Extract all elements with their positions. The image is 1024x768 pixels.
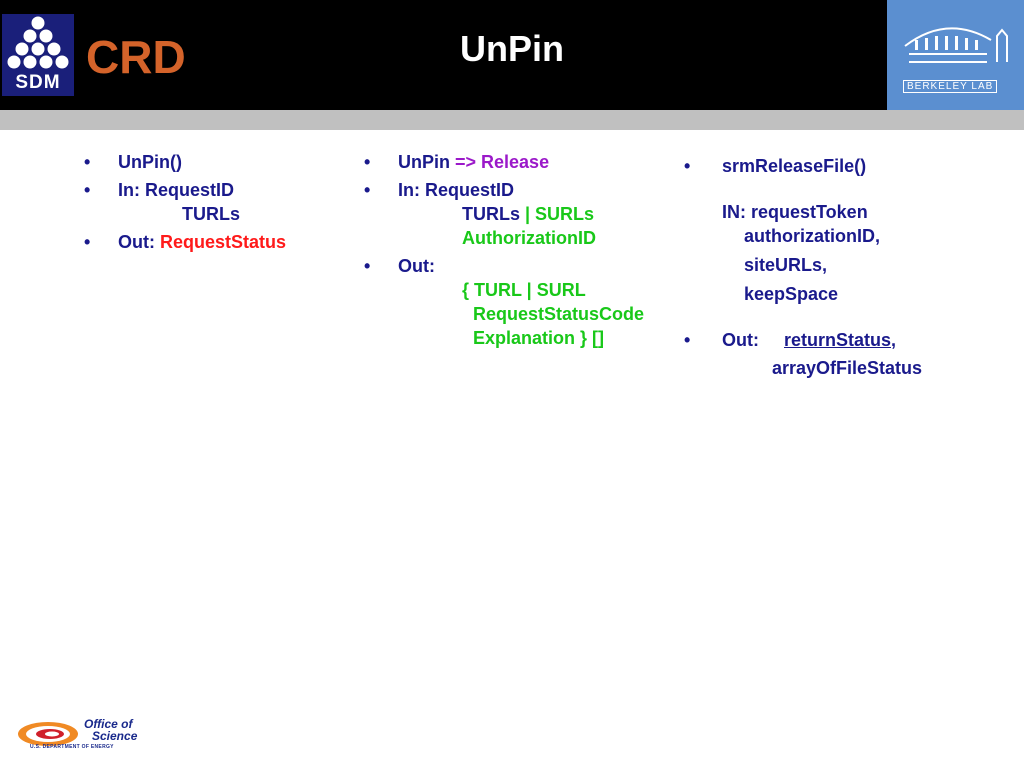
bullet: •	[84, 180, 91, 200]
list-item: • srmReleaseFile()	[684, 154, 1004, 178]
output-label: Out:	[118, 232, 160, 252]
output-value: arrayOfFileStatus	[772, 358, 923, 378]
in-line: authorizationID,	[744, 226, 880, 246]
output-line: Explanation } []	[473, 328, 605, 348]
sdm-logo: SDM	[2, 14, 74, 96]
list-item: • Out: { TURL | SURL RequestStatusCode E…	[364, 254, 674, 350]
office-of-science-logo: Office of Science U.S. DEPARTMENT OF ENE…	[16, 718, 168, 752]
bullet: •	[364, 180, 371, 200]
column-srm-release-file: • srmReleaseFile() IN: requestToken auth…	[684, 154, 1004, 380]
list-item: • In: RequestID TURLs	[84, 178, 344, 226]
in-line: siteURLs,	[744, 255, 828, 275]
crd-label: CRD	[86, 31, 186, 83]
sdm-label: SDM	[15, 72, 61, 93]
input-authorization: AuthorizationID	[462, 228, 596, 248]
list-item: • UnPin()	[84, 150, 344, 174]
bullet: •	[84, 232, 91, 252]
method-name: UnPin	[398, 152, 455, 172]
input-label: In: RequestID	[398, 180, 515, 200]
method-name: srmReleaseFile()	[722, 156, 867, 176]
output-value: RequestStatus	[160, 232, 287, 252]
column-release: • UnPin => Release • In: RequestID TURLs…	[364, 150, 674, 350]
output-line: RequestStatusCode	[473, 304, 645, 324]
input-turls: TURLs	[462, 204, 525, 224]
output-label: Out:	[398, 256, 435, 276]
output-value: returnStatus,	[784, 330, 897, 350]
input-label: In: RequestID	[118, 180, 235, 200]
sdm-hexagon-icon	[6, 15, 70, 70]
office-of-label: Office of	[84, 717, 133, 731]
berkeley-lab-label: BERKELEY LAB	[903, 80, 998, 93]
bullet: •	[684, 330, 691, 350]
column-unpin: • UnPin() • In: RequestID TURLs • Out: R…	[84, 150, 344, 254]
doe-swirl-icon	[18, 722, 78, 746]
in-line: keepSpace	[744, 284, 839, 304]
bullet: •	[364, 152, 371, 172]
input-value: TURLs | SURLs	[398, 202, 674, 226]
berkeley-lab-logo: BERKELEY LAB	[887, 0, 1024, 110]
output-line: { TURL | SURL	[462, 280, 586, 300]
in-block: IN: requestToken authorizationID, siteUR…	[684, 200, 1004, 306]
berkeley-lab-building-icon	[904, 27, 1008, 63]
bullet: •	[84, 152, 91, 172]
doe-label: U.S. DEPARTMENT OF ENERGY	[30, 744, 114, 750]
list-item: • Out: returnStatus, arrayOfFileStatus	[684, 328, 1004, 380]
method-name: UnPin()	[118, 152, 182, 172]
list-item: • In: RequestID TURLs | SURLs Authorizat…	[364, 178, 674, 250]
header-divider	[0, 110, 1024, 130]
bullet: •	[364, 256, 371, 276]
header-bar	[0, 0, 1024, 110]
list-item: • UnPin => Release	[364, 150, 674, 174]
science-label: Science	[92, 729, 138, 743]
input-surls: | SURLs	[525, 204, 595, 224]
bullet: •	[684, 156, 691, 176]
output-label: Out:	[722, 330, 759, 350]
in-line: IN: requestToken	[722, 202, 868, 222]
method-rename: => Release	[455, 152, 550, 172]
input-value: TURLs	[182, 204, 240, 224]
page-title: UnPin	[460, 28, 564, 69]
list-item: • Out: RequestStatus	[84, 230, 344, 254]
